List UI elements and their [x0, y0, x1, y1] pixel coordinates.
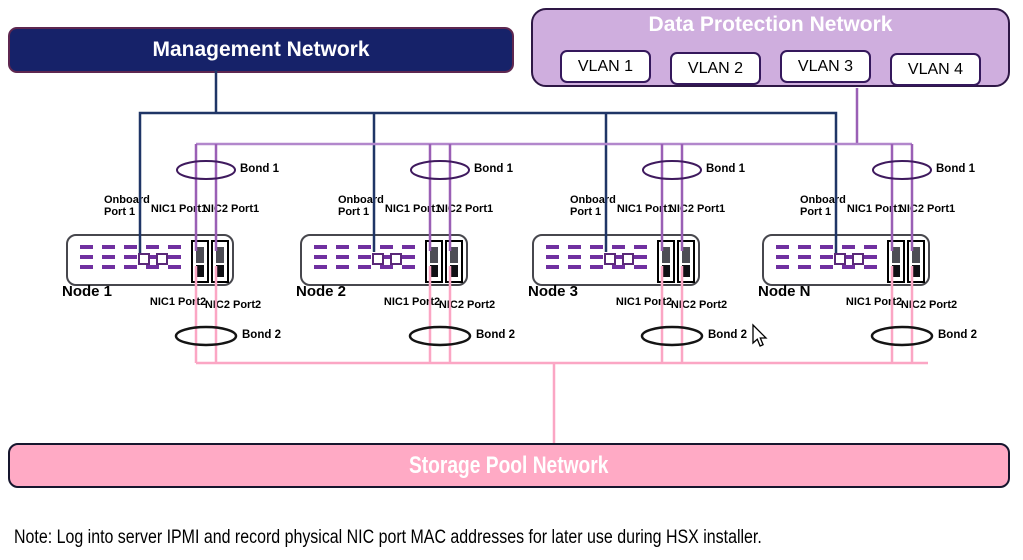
nic2-port2-jack: [216, 265, 224, 277]
chassis-vent-dashes: [546, 265, 650, 269]
storage-pool-network-title: Storage Pool Network: [409, 451, 609, 479]
vlan-2-box: VLAN 2: [669, 52, 762, 85]
nic2-card: [907, 240, 925, 283]
bond2-label: Bond 2: [938, 329, 977, 341]
bond2-label: Bond 2: [708, 329, 747, 341]
onboard-port-1: [604, 253, 616, 265]
chassis-vent-dashes: [314, 255, 418, 259]
nic2-port2-jack: [682, 265, 690, 277]
onboard-port-1: [138, 253, 150, 265]
nic2-port1-label: NIC2 Port1: [202, 203, 260, 215]
node-name: Node 1: [62, 283, 113, 300]
server-chassis: [300, 234, 468, 286]
nic1-port2-jack: [196, 265, 204, 277]
nic1-port1-jack: [196, 247, 204, 263]
onboard-port-2: [852, 253, 864, 265]
management-network-title: Management Network: [152, 38, 370, 61]
bond1-label: Bond 1: [706, 163, 745, 175]
nic2-port1-jack: [912, 247, 920, 263]
node-group-3: Bond 1 Onboard Port 1 NIC1 Port1 NIC2 Po…: [526, 150, 776, 350]
nic1-card: [887, 240, 905, 283]
bond2-label: Bond 2: [476, 329, 515, 341]
node-name: Node N: [758, 283, 811, 300]
nic2-port1-label: NIC2 Port1: [898, 203, 956, 215]
chassis-vent-dashes: [546, 245, 650, 249]
nic2-port1-label: NIC2 Port1: [668, 203, 726, 215]
data-protection-network-banner: Data Protection Network VLAN 1 VLAN 2 VL…: [531, 8, 1010, 87]
chassis-vent-dashes: [776, 265, 880, 269]
vlan-row: VLAN 1 VLAN 2 VLAN 3 VLAN 4: [541, 50, 1000, 86]
data-protection-network-title: Data Protection Network: [648, 13, 893, 36]
onboard-port-1: [834, 253, 846, 265]
nic1-card: [657, 240, 675, 283]
nic2-port2-jack: [912, 265, 920, 277]
nic2-port2-label: NIC2 Port2: [438, 299, 496, 311]
nic2-port1-label: NIC2 Port1: [436, 203, 494, 215]
vlan-3-box: VLAN 3: [779, 50, 872, 83]
nic2-card: [211, 240, 229, 283]
nic1-card: [425, 240, 443, 283]
chassis-vent-dashes: [80, 255, 184, 259]
nic1-port1-jack: [662, 247, 670, 263]
nic1-card: [191, 240, 209, 283]
nic1-port2-label: NIC1 Port2: [149, 296, 207, 308]
nic1-port2-label: NIC1 Port2: [383, 296, 441, 308]
bond2-label: Bond 2: [242, 329, 281, 341]
nic2-port2-label: NIC2 Port2: [204, 299, 262, 311]
bond1-label: Bond 1: [474, 163, 513, 175]
nic1-port2-jack: [662, 265, 670, 277]
note-text: Note: Log into server IPMI and record ph…: [14, 527, 762, 548]
nic1-port1-jack: [430, 247, 438, 263]
onboard-port-2: [622, 253, 634, 265]
nic2-card: [445, 240, 463, 283]
node-name: Node 3: [528, 283, 579, 300]
nic1-port1-jack: [892, 247, 900, 263]
chassis-vent-dashes: [776, 255, 880, 259]
chassis-vent-dashes: [80, 245, 184, 249]
server-chassis: [762, 234, 930, 286]
nic2-port2-jack: [450, 265, 458, 277]
chassis-vent-dashes: [314, 265, 418, 269]
chassis-vent-dashes: [80, 265, 184, 269]
onboard-port-2: [390, 253, 402, 265]
storage-pool-network-banner: Storage Pool Network: [8, 443, 1010, 488]
nic1-port1-label: NIC1 Port1: [846, 203, 904, 215]
node-group-1: Bond 1 Onboard Port 1 NIC1 Port1 NIC2 Po…: [60, 150, 310, 350]
chassis-vent-dashes: [314, 245, 418, 249]
onboard-port-1: [372, 253, 384, 265]
onboard-port-2: [156, 253, 168, 265]
vlan-4-box: VLAN 4: [889, 53, 982, 86]
bond1-label: Bond 1: [240, 163, 279, 175]
nic2-port1-jack: [450, 247, 458, 263]
mouse-cursor-icon: [752, 323, 768, 347]
nic1-port2-jack: [892, 265, 900, 277]
onboard-port1-label: Onboard Port 1: [104, 194, 150, 218]
vlan-1-box: VLAN 1: [559, 50, 652, 83]
nic1-port2-label: NIC1 Port2: [615, 296, 673, 308]
nic2-port1-jack: [682, 247, 690, 263]
chassis-vent-dashes: [776, 245, 880, 249]
node-group-n: Bond 1 Onboard Port 1 NIC1 Port1 NIC2 Po…: [756, 150, 1006, 350]
server-chassis: [532, 234, 700, 286]
nic2-card: [677, 240, 695, 283]
chassis-vent-dashes: [546, 255, 650, 259]
nic2-port2-label: NIC2 Port2: [900, 299, 958, 311]
nic2-port1-jack: [216, 247, 224, 263]
nic1-port2-label: NIC1 Port2: [845, 296, 903, 308]
bond1-label: Bond 1: [936, 163, 975, 175]
nic2-port2-label: NIC2 Port2: [670, 299, 728, 311]
server-chassis: [66, 234, 234, 286]
node-name: Node 2: [296, 283, 347, 300]
nic1-port2-jack: [430, 265, 438, 277]
management-network-banner: Management Network: [8, 27, 514, 73]
node-group-2: Bond 1 Onboard Port 1 NIC1 Port1 NIC2 Po…: [294, 150, 544, 350]
